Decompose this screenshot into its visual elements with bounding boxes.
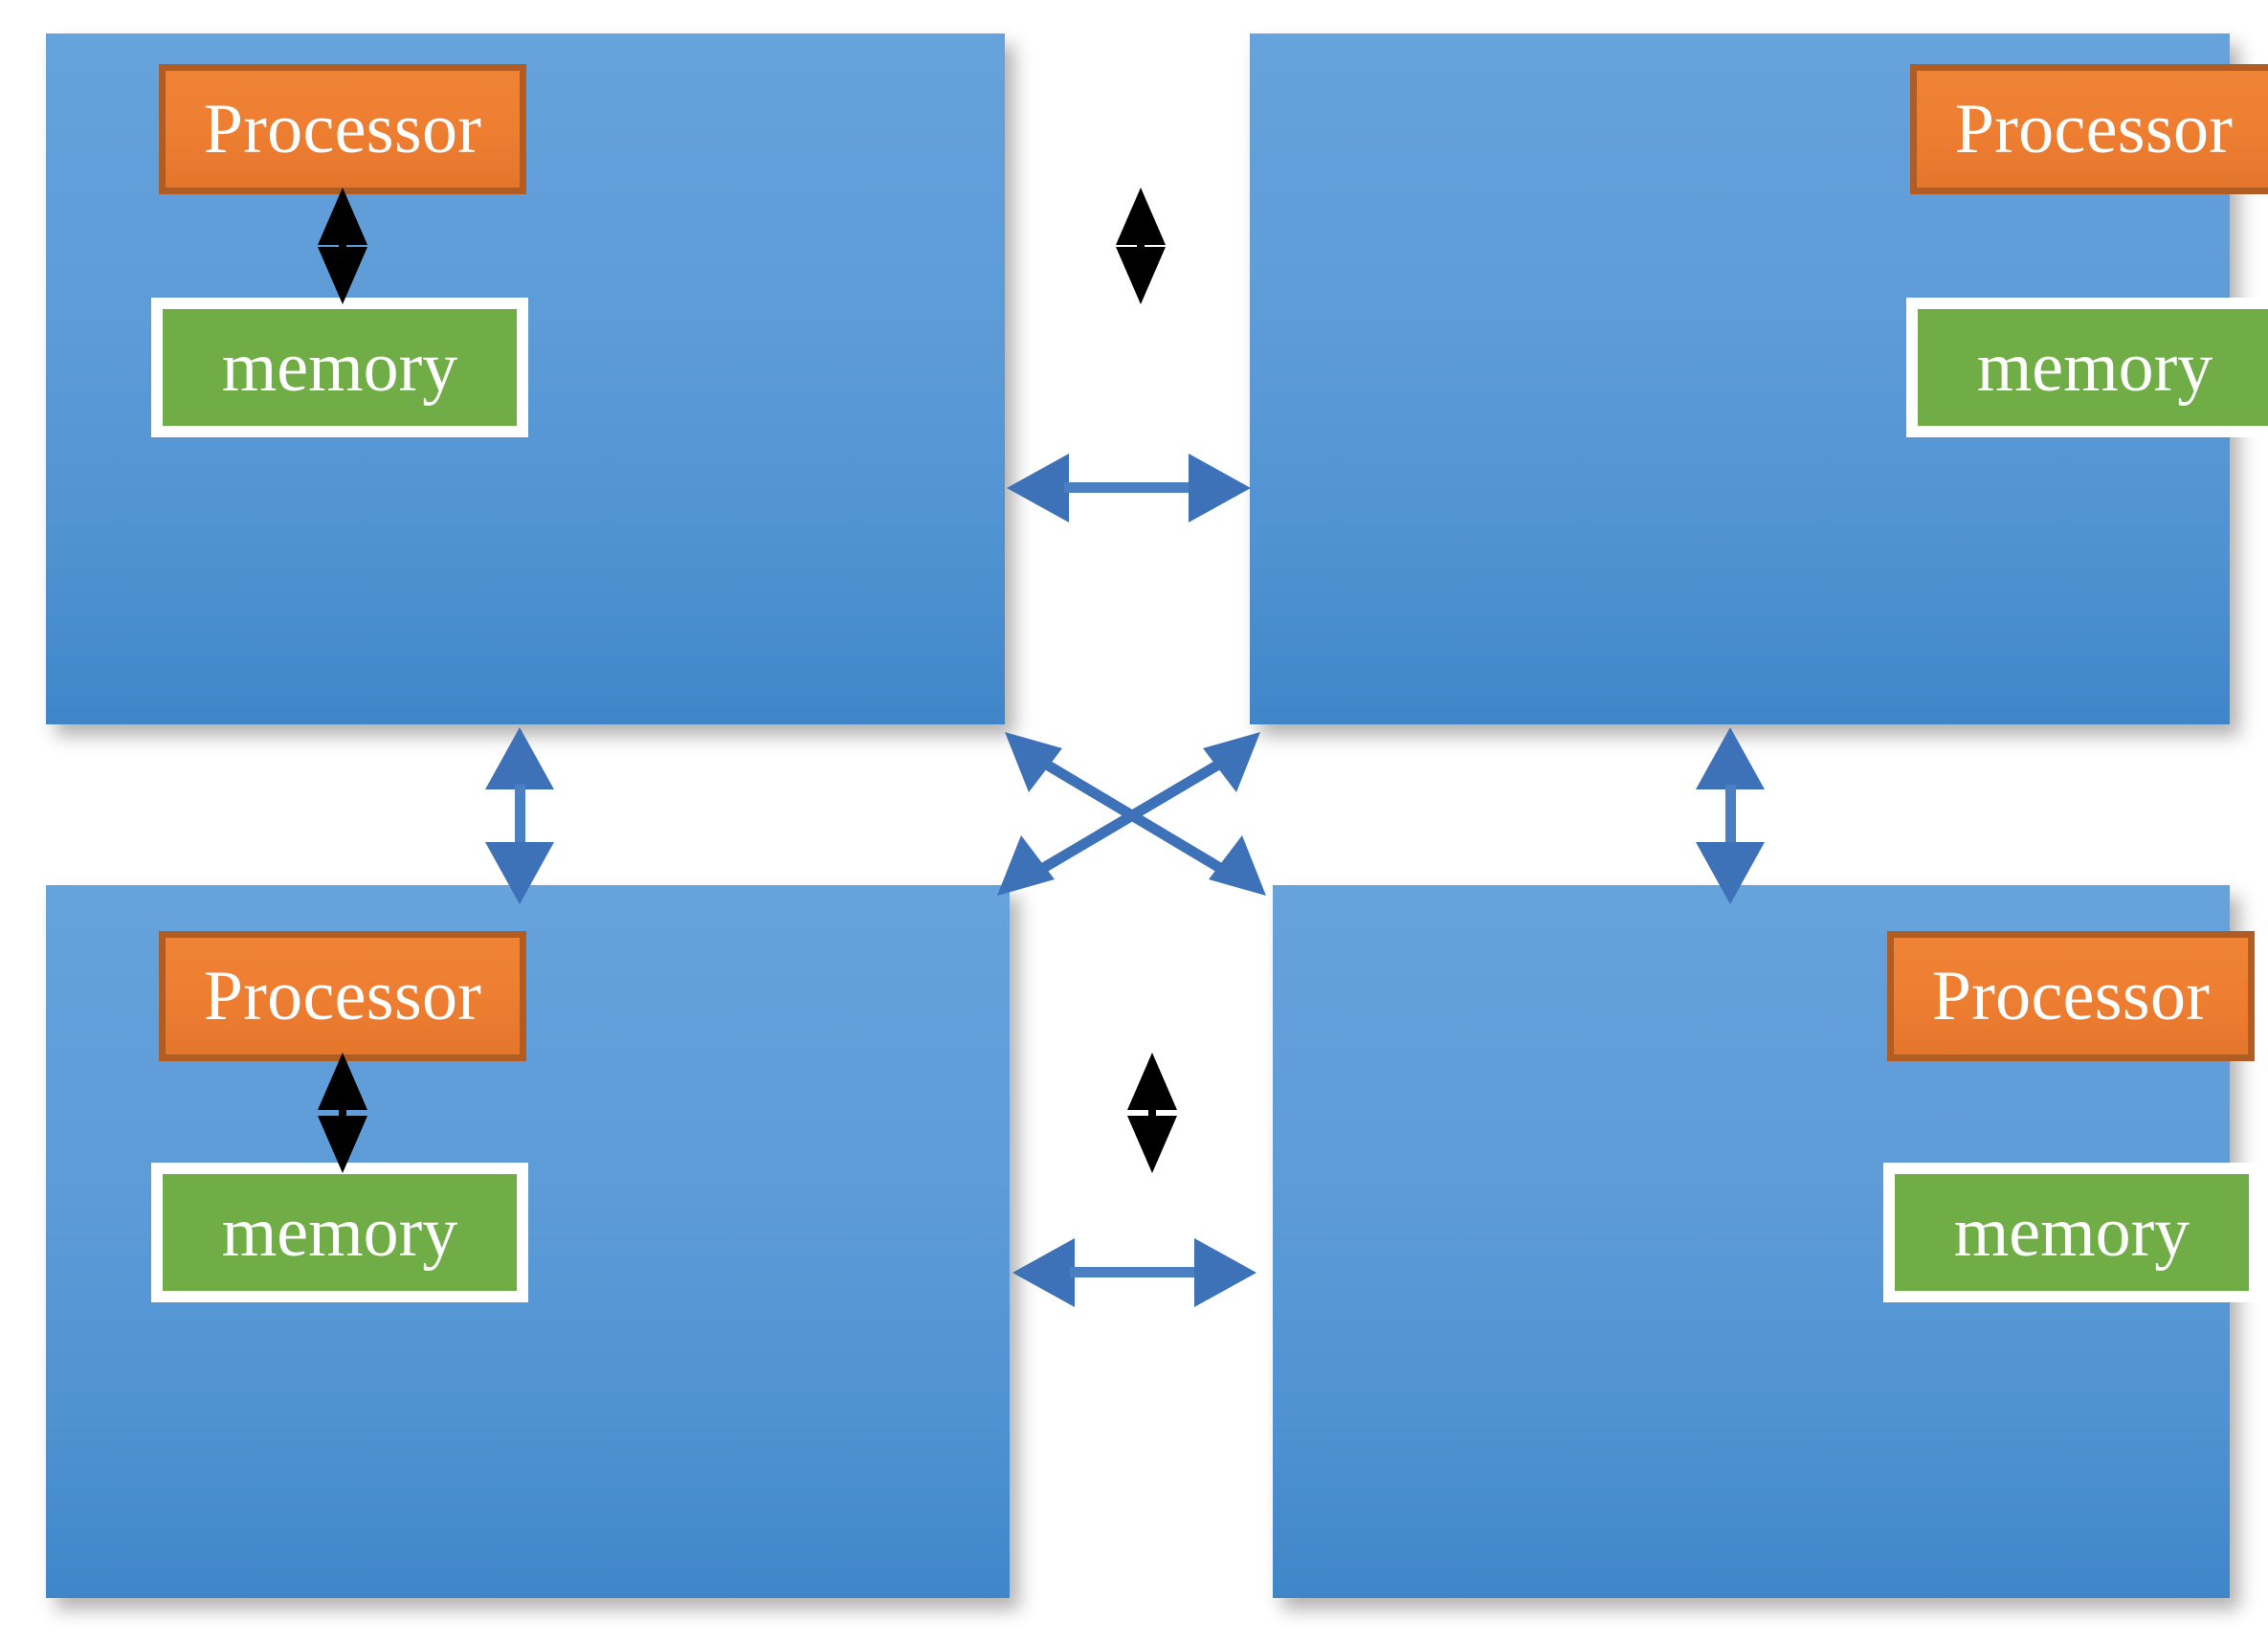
interconnect-arrow-right-vertical[interactable] (1696, 727, 1765, 904)
interconnect-arrow-diagonal-tl-br[interactable] (1005, 732, 1266, 896)
interconnect-arrow-diagonal-tr-bl[interactable] (997, 732, 1260, 896)
node-bottom-left[interactable]: Processor memory (46, 885, 1010, 1598)
memory-frame-top-right: memory (1906, 298, 2268, 437)
memory-box-top-left[interactable]: memory (163, 309, 517, 426)
memory-label: memory (221, 1193, 458, 1272)
processor-label: Processor (1954, 90, 2234, 168)
node-top-left[interactable]: Processor memory (46, 33, 1005, 724)
internal-arrow-bottom-right (1127, 1053, 1177, 1173)
interconnect-arrow-bottom-horizontal[interactable] (1012, 1238, 1256, 1307)
processor-label: Processor (203, 957, 482, 1035)
processor-box-top-right[interactable]: Processor (1910, 64, 2268, 194)
memory-label: memory (221, 328, 458, 407)
node-bottom-right[interactable]: Processor memory (1273, 885, 2260, 1598)
interconnect-arrow-left-vertical[interactable] (485, 727, 554, 904)
processor-box-bottom-left[interactable]: Processor (159, 931, 526, 1061)
processor-box-bottom-right[interactable]: Processor (1887, 931, 2255, 1061)
memory-box-bottom-right[interactable]: memory (1895, 1174, 2249, 1291)
memory-label: memory (1976, 328, 2213, 407)
memory-frame-bottom-left: memory (151, 1163, 528, 1302)
processor-box-top-left[interactable]: Processor (159, 64, 526, 194)
memory-frame-bottom-right: memory (1883, 1163, 2260, 1302)
processor-label: Processor (203, 90, 482, 168)
memory-label: memory (1953, 1193, 2190, 1272)
processor-label: Processor (1931, 957, 2211, 1035)
memory-box-top-right[interactable]: memory (1918, 309, 2268, 426)
node-top-right[interactable]: Processor memory (1250, 33, 2268, 724)
memory-frame-top-left: memory (151, 298, 528, 437)
memory-box-bottom-left[interactable]: memory (163, 1174, 517, 1291)
interconnect-arrow-top-horizontal[interactable] (1007, 454, 1251, 522)
internal-arrow-top-right (1116, 188, 1166, 304)
